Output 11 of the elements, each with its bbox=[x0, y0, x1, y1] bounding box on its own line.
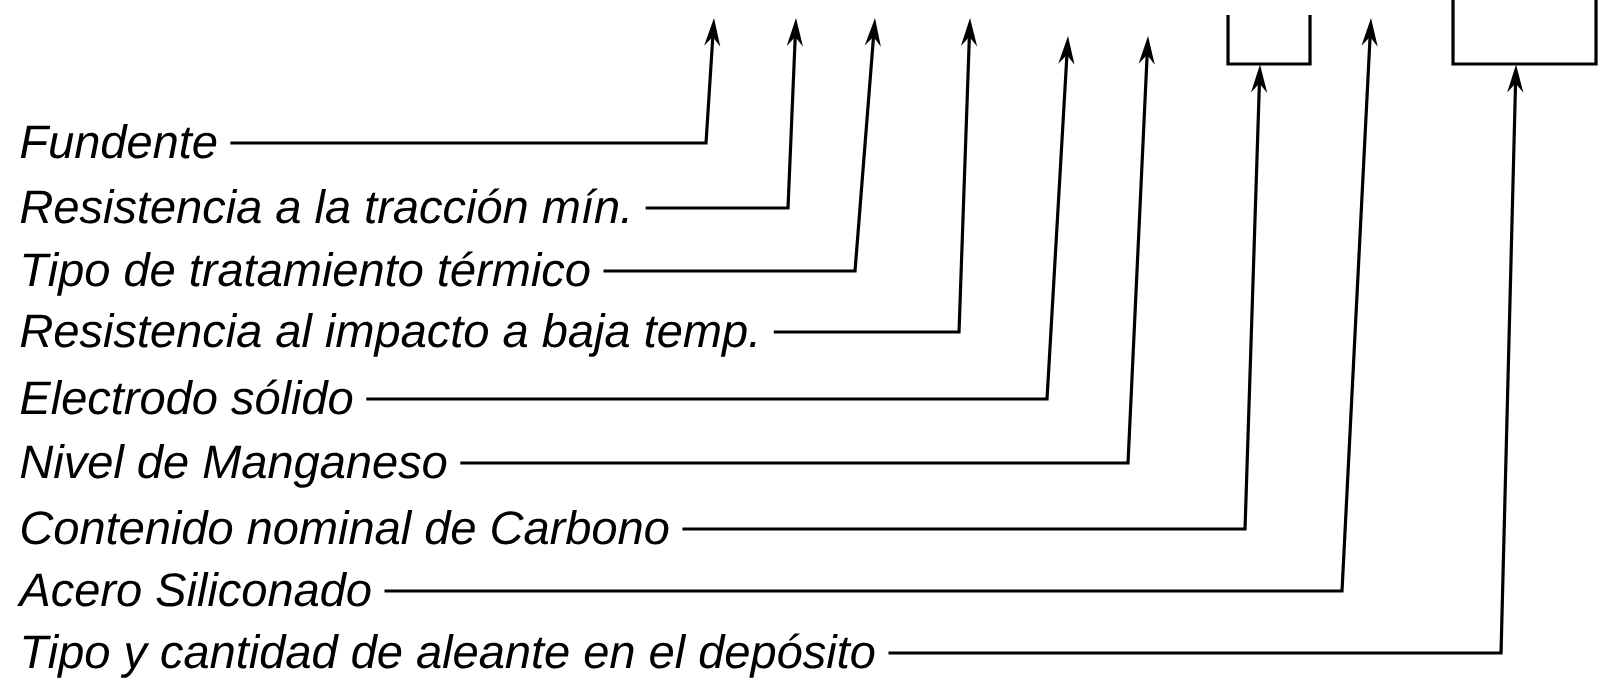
label-text: Fundente bbox=[20, 123, 217, 159]
label-text: Acero Siliconado bbox=[17, 571, 371, 607]
label-text: Electrodo sólido bbox=[20, 379, 353, 415]
bracket bbox=[1226, 15, 1312, 66]
label-text: Nivel de Manganeso bbox=[20, 443, 447, 488]
bracket bbox=[1451, 0, 1598, 66]
label-text: Resistencia al impacto a baja temp. bbox=[20, 312, 756, 357]
label-text: Tipo de tratamiento térmico bbox=[23, 251, 590, 296]
label-text: Resistencia a la tracción mín. bbox=[20, 188, 628, 224]
label-text: Contenido nominal de Carbono bbox=[22, 509, 669, 545]
label-text: Tipo y cantidad de aleante en el depósito bbox=[23, 633, 875, 678]
